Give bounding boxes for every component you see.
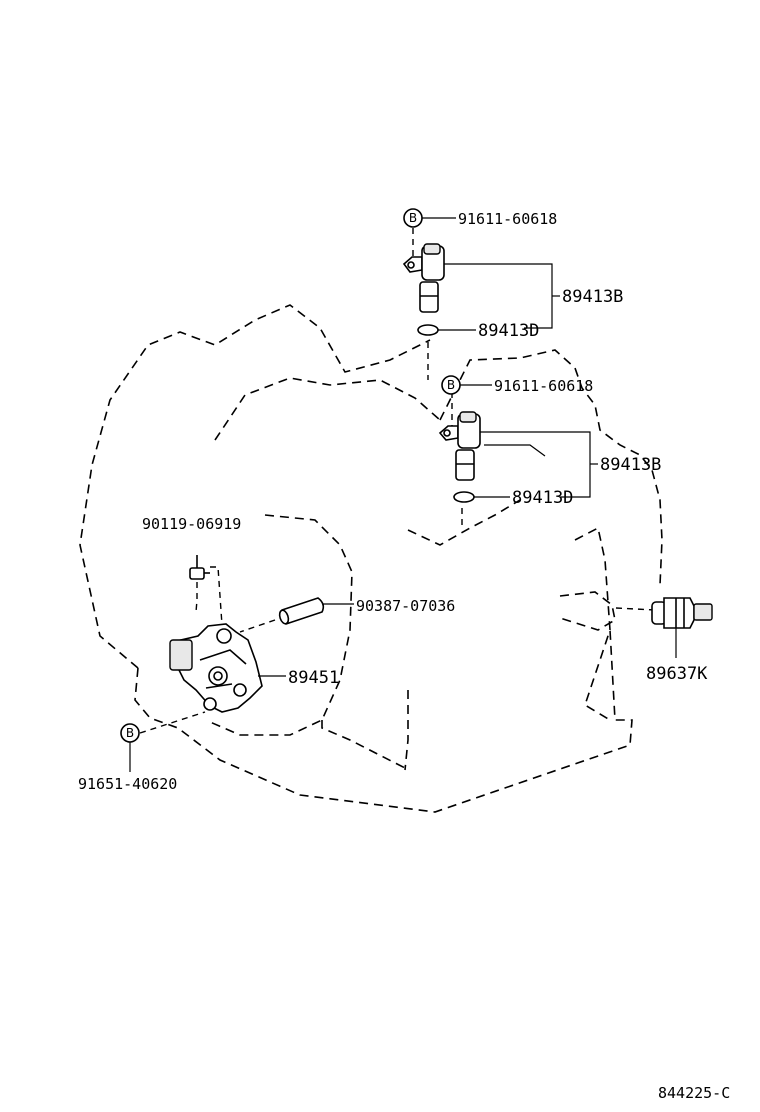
- label-bolt-switch-top: 90119-06919: [142, 515, 241, 533]
- svg-text:B: B: [447, 378, 455, 392]
- bolt-switch-top: [189, 555, 210, 580]
- label-oring-lower: 89413D: [512, 488, 573, 508]
- label-bolt-switch-bottom: 91651-40620: [78, 775, 177, 793]
- oring-lower: [453, 491, 475, 503]
- svg-text:B: B: [409, 211, 417, 225]
- svg-text:B: B: [126, 726, 134, 740]
- label-neutral-start-switch: 89451: [288, 668, 339, 688]
- neutral-start-switch: [169, 623, 263, 713]
- temp-sensor: [651, 597, 713, 629]
- transmission-housing-outline: [79, 304, 663, 813]
- b-callout-upper: B: [403, 208, 423, 228]
- label-sleeve: 90387-07036: [356, 597, 455, 615]
- oring-upper: [417, 324, 439, 336]
- label-oring-upper: 89413D: [478, 321, 539, 341]
- b-callout-lower: B: [441, 375, 461, 395]
- label-temp-sensor: 89637K: [646, 664, 708, 684]
- label-sensor-upper: 89413B: [562, 287, 623, 307]
- b-callout-switch: B: [120, 723, 140, 743]
- sleeve: [278, 597, 325, 625]
- label-bolt-lower-sensor: 91611-60618: [494, 377, 593, 395]
- leader-lines: [129, 217, 677, 772]
- label-bolt-upper-sensor: 91611-60618: [458, 210, 557, 228]
- sensor-upper: [402, 243, 445, 313]
- label-sensor-lower: 89413B: [600, 455, 661, 475]
- sensor-lower: [438, 411, 481, 481]
- figure-code: 844225-C: [658, 1084, 730, 1102]
- assembly-guide-lines: [139, 228, 463, 734]
